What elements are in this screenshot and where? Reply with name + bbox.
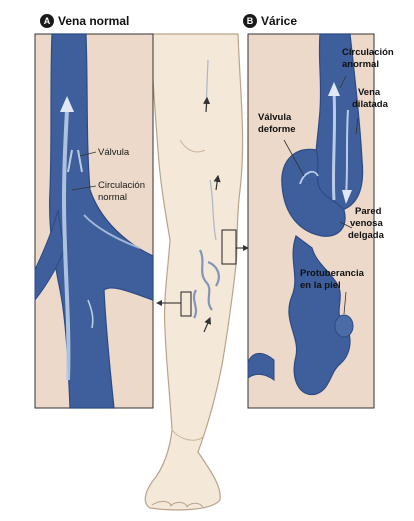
leg-outline <box>145 34 242 510</box>
panel-a: Válvula Circulación normal <box>35 34 153 408</box>
normal-circulation-label-1: Circulación <box>98 180 145 191</box>
normal-circulation-label-2: normal <box>98 192 127 203</box>
thin-wall-label-1: Pared <box>355 206 382 217</box>
deformed-valve-label-1: Válvula <box>258 112 292 123</box>
bulge-label-2: en la piel <box>300 280 341 291</box>
abnormal-circulation-label-2: anormal <box>342 59 379 70</box>
skin-bulge <box>335 315 353 337</box>
thin-wall-label-3: delgada <box>348 230 385 241</box>
abnormal-flow-up <box>333 92 334 200</box>
leg-illustration <box>145 34 248 510</box>
dilated-vein-label-2: dilatada <box>352 99 389 110</box>
dilated-vein-label-1: Vena <box>358 87 381 98</box>
thin-wall-label-2: venosa <box>350 218 383 229</box>
abnormal-circulation-label-1: Circulación <box>342 47 394 58</box>
deformed-valve-label-2: deforme <box>258 124 295 135</box>
valve-label: Válvula <box>98 147 130 158</box>
bulge-label-1: Protuberancia <box>300 268 365 279</box>
panel-b: Circulación anormal Vena dilatada Válvul… <box>248 34 394 408</box>
